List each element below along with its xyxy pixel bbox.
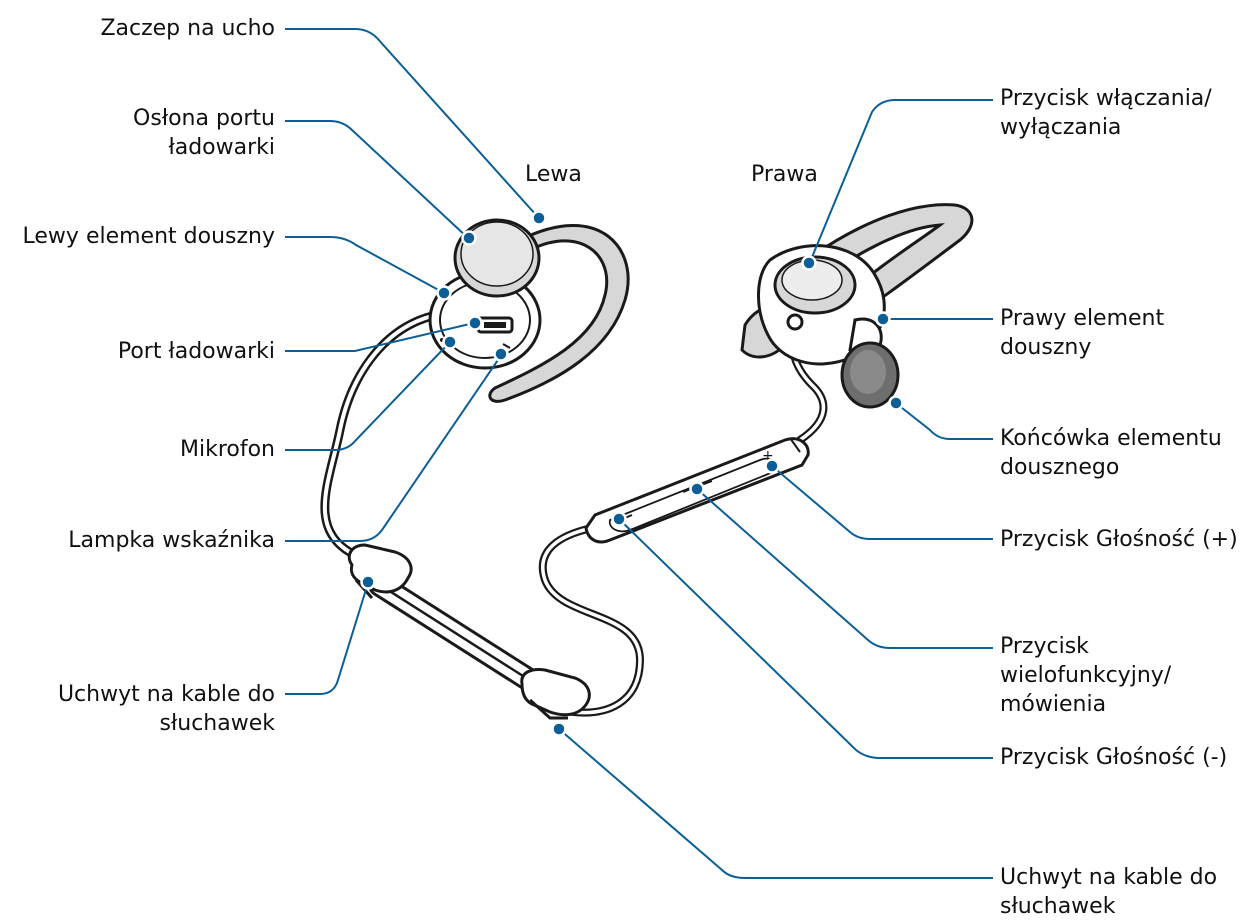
label-microphone: Mikrofon [180, 435, 275, 464]
right-earpiece-shape [742, 205, 972, 407]
label-indicator-light: Lampka wskaźnika [68, 526, 275, 555]
callout-multifunction [697, 489, 993, 648]
label-charger-port: Port ładowarki [118, 337, 275, 366]
label-ear-hook: Zaczep na ucho [100, 14, 275, 43]
cable-holder-right-shape [522, 670, 590, 718]
label-volume-down: Przycisk Głośność (-) [1000, 743, 1227, 772]
callout-volume-up [772, 466, 993, 539]
callout-ear-hook [285, 29, 537, 216]
callout-power [810, 100, 993, 262]
callout-port-cover [285, 121, 468, 238]
dot-indicator [495, 348, 508, 361]
callout-volume-down [619, 519, 993, 758]
dot-holder-right [553, 723, 566, 736]
label-charger-port-cover: Osłona portu ładowarki [133, 104, 275, 162]
dot-power [803, 257, 816, 270]
label-ear-tip: Końcówka elementu dousznego [1000, 424, 1222, 482]
callout-left-earpiece [285, 237, 444, 293]
callout-ear-tip [897, 404, 993, 439]
label-cable-holder-right: Uchwyt na kable do słuchawek [1000, 863, 1217, 921]
dot-volume-up [766, 460, 779, 473]
dot-volume-down [613, 513, 626, 526]
dot-charger-port [469, 317, 482, 330]
label-volume-up: Przycisk Głośność (+) [1000, 525, 1238, 554]
dot-holder-left [362, 576, 375, 589]
dot-port-cover [463, 232, 476, 245]
label-multifunction-button: Przycisk wielofunkcyjny/ mówienia [1000, 632, 1171, 719]
label-left-earpiece: Lewy element douszny [23, 222, 275, 251]
callout-holder-right [559, 729, 993, 878]
dot-ear-tip [890, 397, 903, 410]
dot-multifunction [691, 483, 704, 496]
callout-holder-left [285, 583, 368, 694]
right-side-heading: Prawa [751, 160, 818, 189]
label-right-earpiece: Prawy element douszny [1000, 304, 1164, 362]
label-power-button: Przycisk włączania/ wyłączania [1000, 84, 1212, 142]
dot-ear-hook [533, 212, 546, 225]
left-cable [325, 316, 432, 570]
label-cable-holder-left: Uchwyt na kable do słuchawek [58, 680, 275, 738]
dot-microphone [444, 336, 457, 349]
dot-left-earpiece [438, 287, 451, 300]
left-side-heading: Lewa [525, 160, 582, 189]
dot-right-earpiece [877, 313, 890, 326]
callout-indicator [285, 354, 502, 541]
